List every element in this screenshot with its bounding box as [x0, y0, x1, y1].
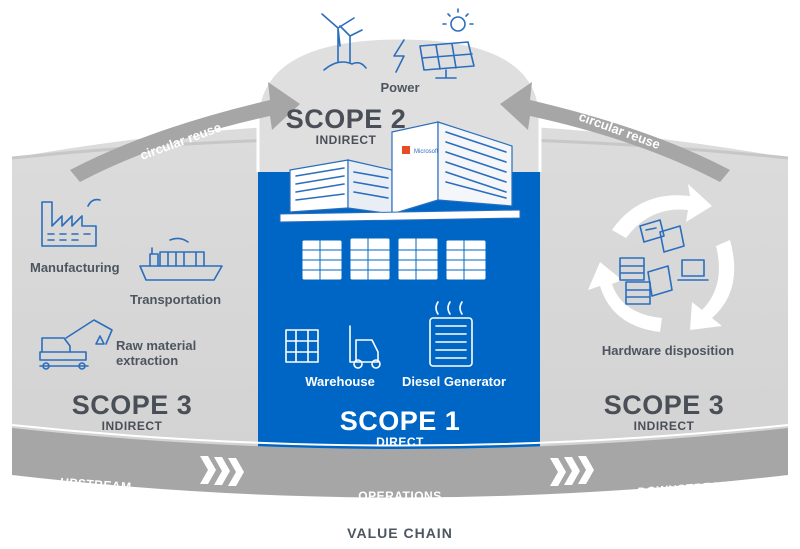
building-sign: Microsoft [414, 149, 439, 155]
solar-panel-icon [419, 8, 475, 79]
datacenter-building-icon: Microsoft [279, 121, 521, 223]
cargo-ship-icon [139, 237, 223, 281]
hardware-disposition-label: Hardware disposition [602, 343, 734, 358]
warehouse-forklift-icon [285, 325, 381, 369]
scope2-subtitle: INDIRECT [316, 133, 377, 147]
power-label: Power [380, 80, 419, 95]
band-upstream-label: UPSTREAM [60, 475, 132, 494]
warehouse-label: Warehouse [305, 374, 375, 389]
scope1-title: SCOPE 1 [340, 406, 461, 436]
excavator-icon [39, 319, 113, 370]
factory-icon [41, 198, 101, 247]
band-operations-label: OPERATIONS [358, 489, 441, 503]
raw-material-label-line1: Raw material [116, 338, 196, 353]
wind-turbine-icon [321, 13, 367, 71]
diesel-generator-icon [429, 301, 473, 367]
manufacturing-label: Manufacturing [30, 260, 120, 275]
raw-material-label-line2: extraction [116, 353, 178, 368]
scope3-upstream-subtitle: INDIRECT [102, 419, 163, 433]
band-downstream-label: DOWNSTREAM [637, 478, 731, 499]
lightning-icon [393, 39, 405, 73]
scope3-downstream-title: SCOPE 3 [604, 390, 725, 420]
server-racks-icon [301, 237, 487, 281]
scope3-upstream-title: SCOPE 3 [72, 390, 193, 420]
band-chevrons-left [200, 456, 244, 486]
recycle-arrows-icon [588, 184, 735, 332]
scope1-subtitle: DIRECT [376, 435, 424, 449]
diesel-generator-label: Diesel Generator [402, 374, 506, 389]
hardware-disposition-icon [619, 219, 709, 305]
scope3-downstream-subtitle: INDIRECT [634, 419, 695, 433]
value-chain-label: VALUE CHAIN [347, 525, 453, 541]
band-chevrons-right [550, 456, 594, 486]
transportation-label: Transportation [130, 292, 221, 307]
scope2-title: SCOPE 2 [286, 104, 407, 134]
